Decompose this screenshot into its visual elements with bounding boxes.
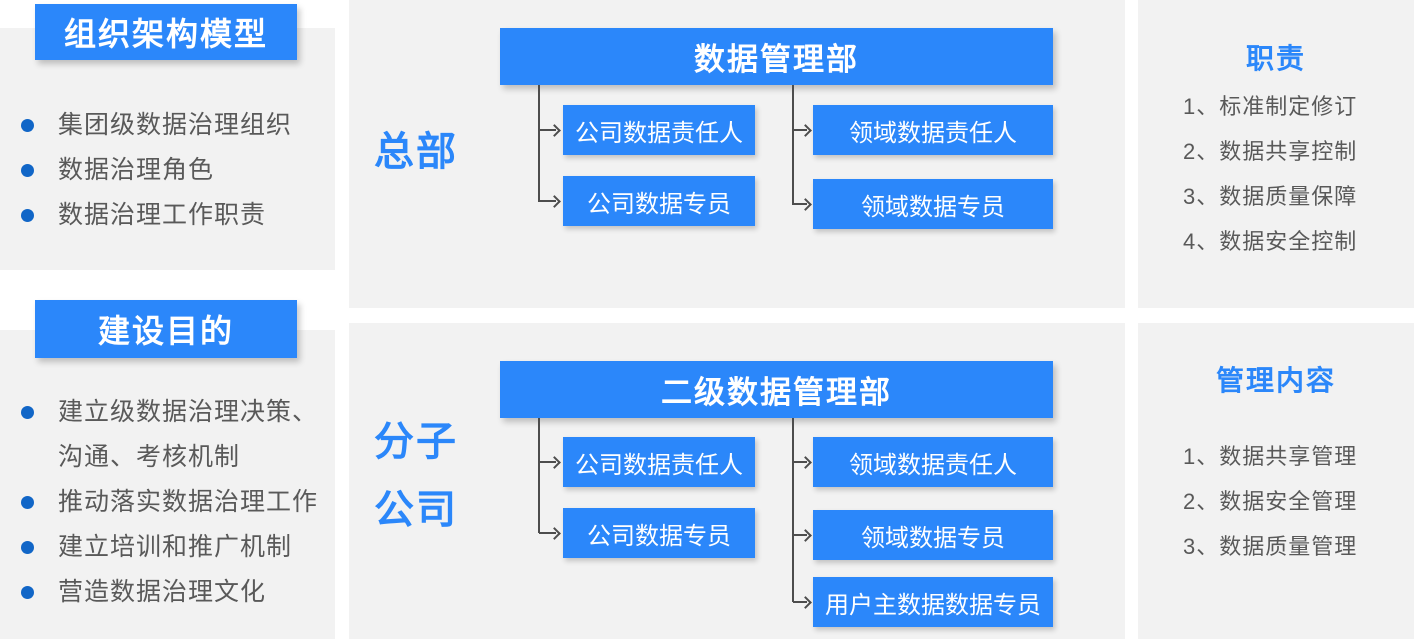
management-scope-panel: [1138, 323, 1414, 639]
connector-arrow: [539, 532, 556, 534]
list-item: 建立级数据治理决策、沟通、考核机制: [20, 390, 322, 480]
role-box-company-data-specialist: 公司数据专员: [563, 176, 755, 226]
list-item: 建立培训和推广机制: [20, 525, 322, 570]
responsibilities-title: 职责: [1245, 43, 1306, 74]
org-model-header: 组织架构模型: [35, 4, 297, 60]
management-scope-title: 管理内容: [1215, 365, 1336, 396]
build-purpose-header: 建设目的: [35, 300, 297, 358]
subsidiary-group-label: 分子 公司: [374, 408, 458, 544]
list-item: 营造数据治理文化: [20, 570, 322, 615]
role-box-domain-data-owner: 领域数据责任人: [813, 437, 1053, 487]
list-item: 数据治理角色: [20, 148, 322, 193]
connector-arrow: [539, 200, 556, 202]
role-box-domain-data-owner: 领域数据责任人: [813, 105, 1053, 155]
hq-group-label: 总部: [374, 130, 458, 174]
subsidiary-label-line1: 分子: [374, 420, 458, 464]
connector-line: [538, 85, 540, 202]
list-item: 1、标准制定修订: [1183, 94, 1358, 119]
list-item: 集团级数据治理组织: [20, 103, 322, 148]
connector-arrow: [793, 203, 807, 205]
responsibilities-panel: [1138, 0, 1414, 308]
connector-line: [792, 418, 794, 602]
role-box-company-data-owner: 公司数据责任人: [563, 437, 755, 487]
connector-arrow: [793, 461, 807, 463]
connector-arrow: [539, 129, 556, 131]
org-model-panel: [0, 28, 335, 270]
list-item: 2、数据共享控制: [1183, 139, 1358, 164]
list-item: 数据治理工作职责: [20, 193, 322, 238]
list-item: 2、数据安全管理: [1183, 489, 1358, 514]
build-purpose-list: 建立级数据治理决策、沟通、考核机制 推动落实数据治理工作 建立培训和推广机制 营…: [20, 390, 322, 615]
list-item: 3、数据质量保障: [1183, 184, 1358, 209]
sub-department-box: 二级数据管理部: [500, 361, 1053, 418]
list-item: 3、数据质量管理: [1183, 534, 1358, 559]
role-box-domain-data-specialist: 领域数据专员: [813, 179, 1053, 229]
responsibilities-list: 1、标准制定修订 2、数据共享控制 3、数据质量保障 4、数据安全控制: [1183, 84, 1357, 264]
list-item: 推动落实数据治理工作: [20, 480, 322, 525]
list-item: 4、数据安全控制: [1183, 229, 1358, 254]
org-model-list: 集团级数据治理组织 数据治理角色 数据治理工作职责: [20, 103, 322, 238]
build-purpose-panel: [0, 330, 335, 639]
hq-department-box: 数据管理部: [500, 28, 1053, 85]
role-box-company-data-owner: 公司数据责任人: [563, 105, 755, 155]
subsidiary-label-line2: 公司: [374, 488, 458, 532]
connector-line: [538, 418, 540, 533]
connector-line: [792, 85, 794, 205]
role-box-user-master-data-specialist: 用户主数据数据专员: [813, 577, 1053, 627]
list-item: 1、数据共享管理: [1183, 444, 1358, 469]
management-scope-list: 1、数据共享管理 2、数据安全管理 3、数据质量管理: [1183, 434, 1357, 569]
connector-arrow: [793, 601, 807, 603]
connector-arrow: [793, 129, 807, 131]
role-box-company-data-specialist: 公司数据专员: [563, 508, 755, 558]
connector-arrow: [539, 461, 556, 463]
role-box-domain-data-specialist: 领域数据专员: [813, 510, 1053, 560]
connector-arrow: [793, 534, 807, 536]
